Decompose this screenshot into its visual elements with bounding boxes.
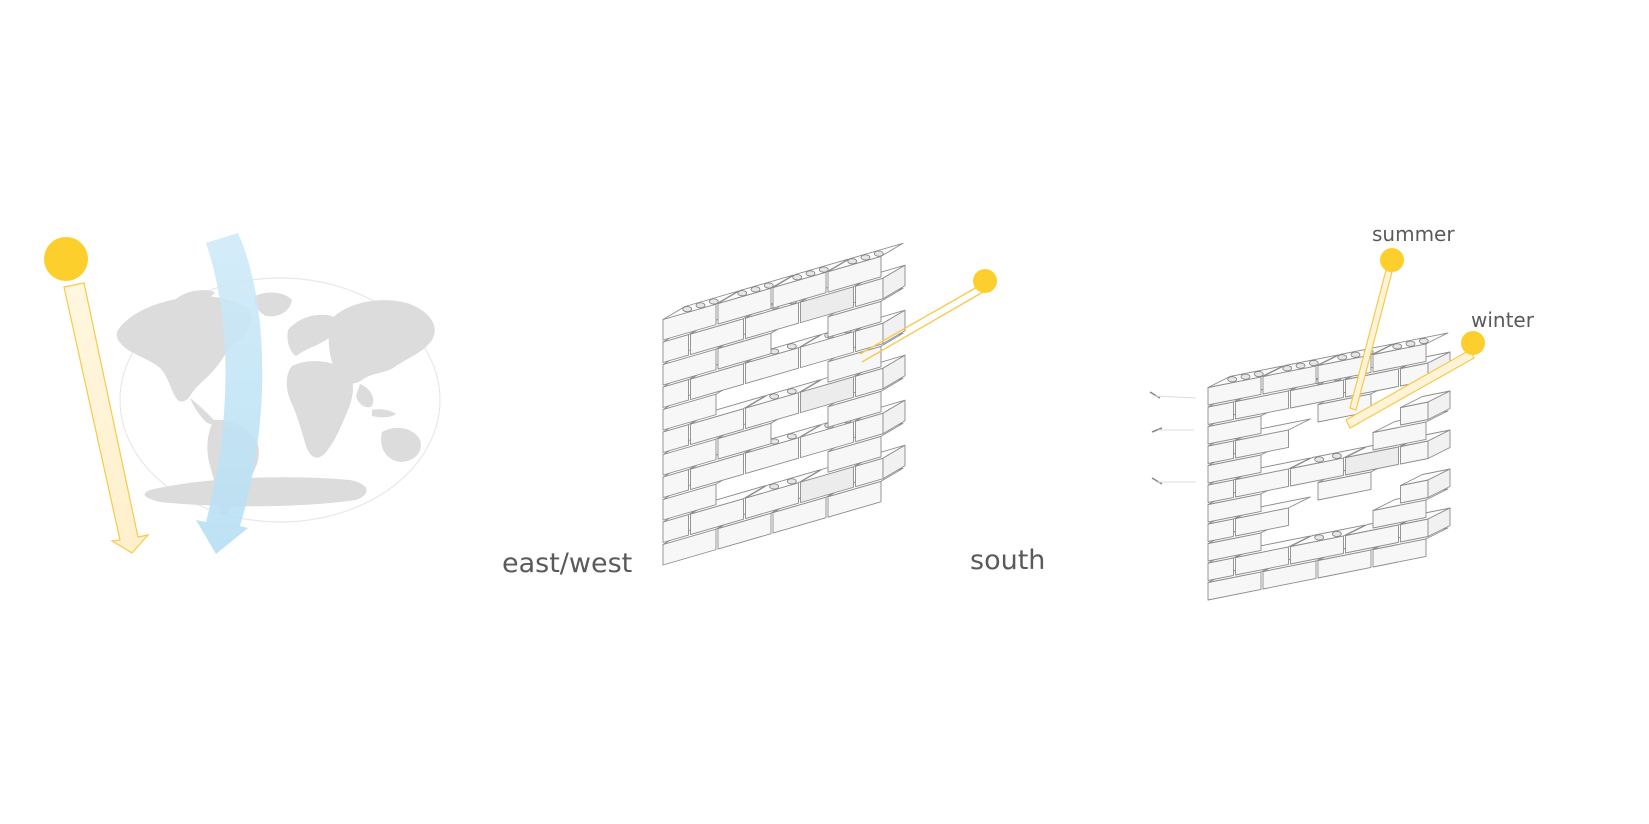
sun-ray-east-west [859, 281, 991, 363]
east-west-brick-wall [662, 242, 906, 566]
dimension-marks [1149, 391, 1197, 485]
label-winter: winter [1471, 308, 1534, 332]
south-brick-wall [1207, 332, 1451, 601]
wind-arrow-icon [196, 233, 263, 554]
world-map-icon [116, 277, 441, 523]
sun-icon [973, 269, 997, 293]
label-summer: summer [1372, 222, 1455, 246]
sun-icon [1461, 331, 1485, 355]
label-south: south [970, 545, 1046, 576]
sun-icon [44, 237, 88, 281]
label-east-west: east/west [502, 548, 633, 579]
sun-ray-arrow [63, 282, 150, 554]
sun-ray-winter [1345, 349, 1475, 429]
sun-icon [1380, 248, 1404, 272]
